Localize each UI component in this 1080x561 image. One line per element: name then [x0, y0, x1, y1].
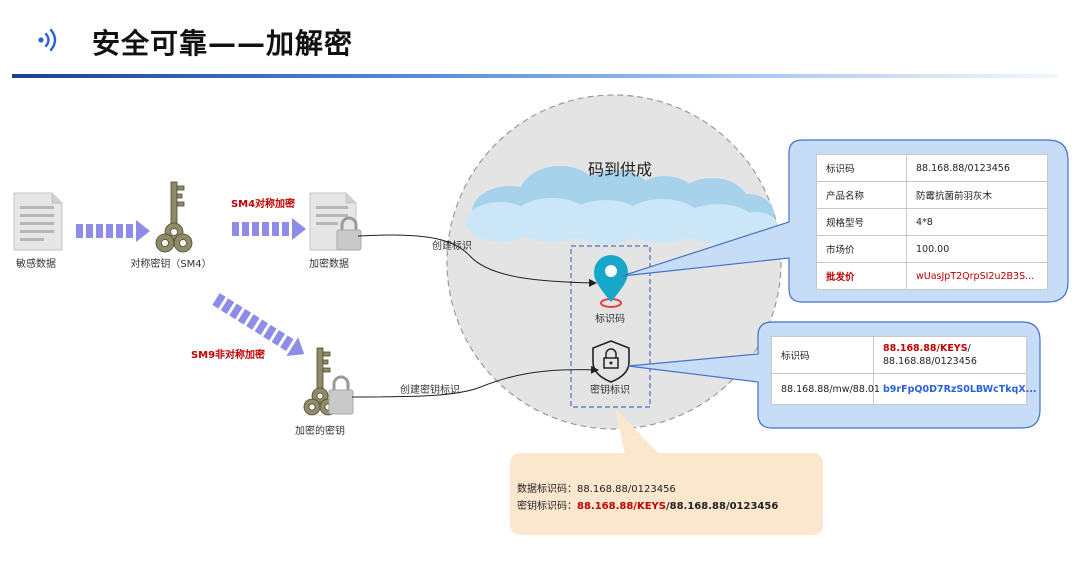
- key-id-code-label: 密钥标识码：: [517, 501, 577, 512]
- arrow-to-encrypted-data: [232, 218, 306, 240]
- table-cell: 88.168.88/0123456: [906, 154, 1048, 182]
- table-row: 标识码 88.168.88/0123456: [816, 154, 1048, 182]
- table-row: 产品名称 防霉抗菌前羽灰木: [816, 181, 1048, 209]
- create-id-label: 创建标识: [432, 239, 472, 252]
- table-cell: 4*8: [906, 208, 1048, 236]
- table-row: 市场价 100.00: [816, 235, 1048, 263]
- key-icon: [155, 181, 193, 253]
- data-id-line: 数据标识码：88.168.88/0123456: [517, 480, 676, 495]
- cloud-shape: [466, 166, 778, 244]
- sensitive-data-label: 敏感数据: [16, 257, 56, 270]
- sm9-label: SM9非对称加密: [191, 348, 265, 361]
- identifier-info-box: 数据标识码：88.168.88/0123456 密钥标识码：88.168.88/…: [510, 453, 823, 535]
- create-key-id-arrow: [351, 365, 599, 398]
- key-id-rest: /88.168.88/0123456: [665, 501, 779, 512]
- table-cell: 88.168.88/mw/88.01: [771, 373, 880, 405]
- table-row: 标识码 88.168.88/KEYS/ 88.168.88/0123456: [771, 336, 1027, 374]
- table-cell: 防霉抗菌前羽灰木: [906, 181, 1048, 209]
- lock-icon: [328, 375, 354, 415]
- create-key-id-label: 创建密钥标识: [400, 383, 460, 396]
- table-cell: 产品名称: [816, 181, 907, 209]
- encrypted-key-label: 加密的密钥: [295, 424, 345, 437]
- encrypted-data-label: 加密数据: [309, 257, 349, 270]
- location-pin-icon: [594, 255, 628, 308]
- sm4-label: SM4对称加密: [231, 197, 295, 210]
- sym-key-label: 对称密钥（SM4）: [130, 257, 211, 270]
- table-cell: 标识码: [816, 154, 907, 182]
- cloud-title: 码到供成: [588, 160, 652, 179]
- key-id-label: 密钥标识: [590, 383, 630, 396]
- document-icon: [13, 192, 63, 251]
- info-pointer: [615, 408, 660, 455]
- create-id-arrow: [357, 234, 597, 287]
- keys-id-sep: /: [967, 343, 971, 354]
- table-row: 规格型号 4*8: [816, 208, 1048, 236]
- table-cell: 88.168.88/KEYS/ 88.168.88/0123456: [873, 336, 1027, 374]
- key-info-table: 标识码 88.168.88/KEYS/ 88.168.88/0123456 88…: [771, 336, 1037, 405]
- key-id-red: 88.168.88/KEYS: [577, 501, 666, 512]
- keys-id-data: 88.168.88/0123456: [883, 356, 977, 367]
- page-title: 安全可靠——加解密: [92, 27, 354, 60]
- data-id-label: 数据标识码：: [517, 484, 577, 495]
- encrypted-document-icon: [309, 192, 362, 251]
- table-cell: 批发价: [816, 262, 907, 290]
- key-id-line: 密钥标识码：88.168.88/KEYS/88.168.88/0123456: [517, 497, 778, 512]
- product-info-table: 标识码 88.168.88/0123456 产品名称 防霉抗菌前羽灰木 规格型号…: [816, 154, 1048, 290]
- table-cell: 100.00: [906, 235, 1048, 263]
- id-code-label: 标识码: [595, 313, 625, 325]
- table-cell: 市场价: [816, 235, 907, 263]
- data-id-value: 88.168.88/0123456: [577, 484, 676, 495]
- table-row: 批发价 wUasJpT2QrpSI2u2B3S...: [816, 262, 1048, 290]
- keys-id-red: 88.168.88/KEYS: [883, 343, 968, 354]
- table-cell: 标识码: [771, 336, 874, 374]
- table-cell: wUasJpT2QrpSI2u2B3S...: [906, 262, 1048, 290]
- table-cell: 规格型号: [816, 208, 907, 236]
- table-row: 88.168.88/mw/88.01 b9rFpQ0D7RzS0LBWcTkqX…: [771, 373, 1037, 405]
- header-divider: [12, 74, 1058, 78]
- arrow-to-key: [76, 220, 150, 242]
- table-cell: b9rFpQ0D7RzS0LBWcTkqX...: [873, 373, 1037, 405]
- signal-icon: [36, 26, 64, 58]
- arrow-to-encrypted-key: [212, 293, 305, 357]
